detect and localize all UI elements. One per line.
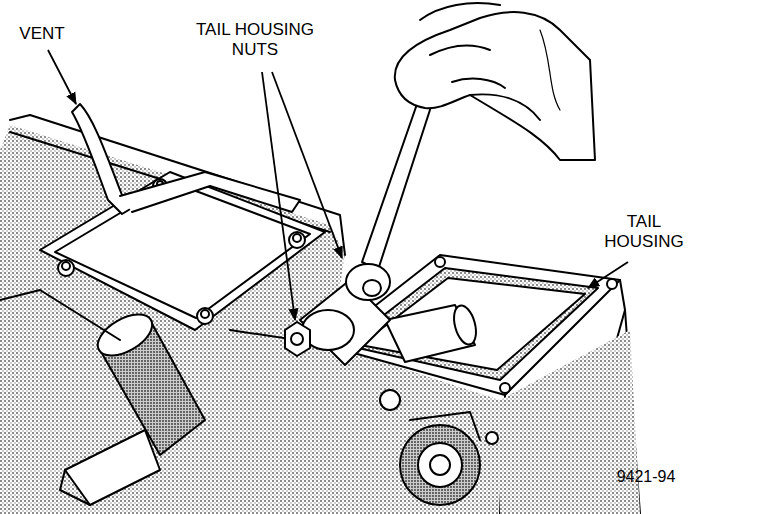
part-label: VENT: [12, 24, 72, 44]
part-label: TAIL HOUSING: [594, 212, 694, 251]
part-label: TAIL HOUSING NUTS: [180, 20, 330, 59]
figure-number: 9421-94: [600, 468, 692, 486]
